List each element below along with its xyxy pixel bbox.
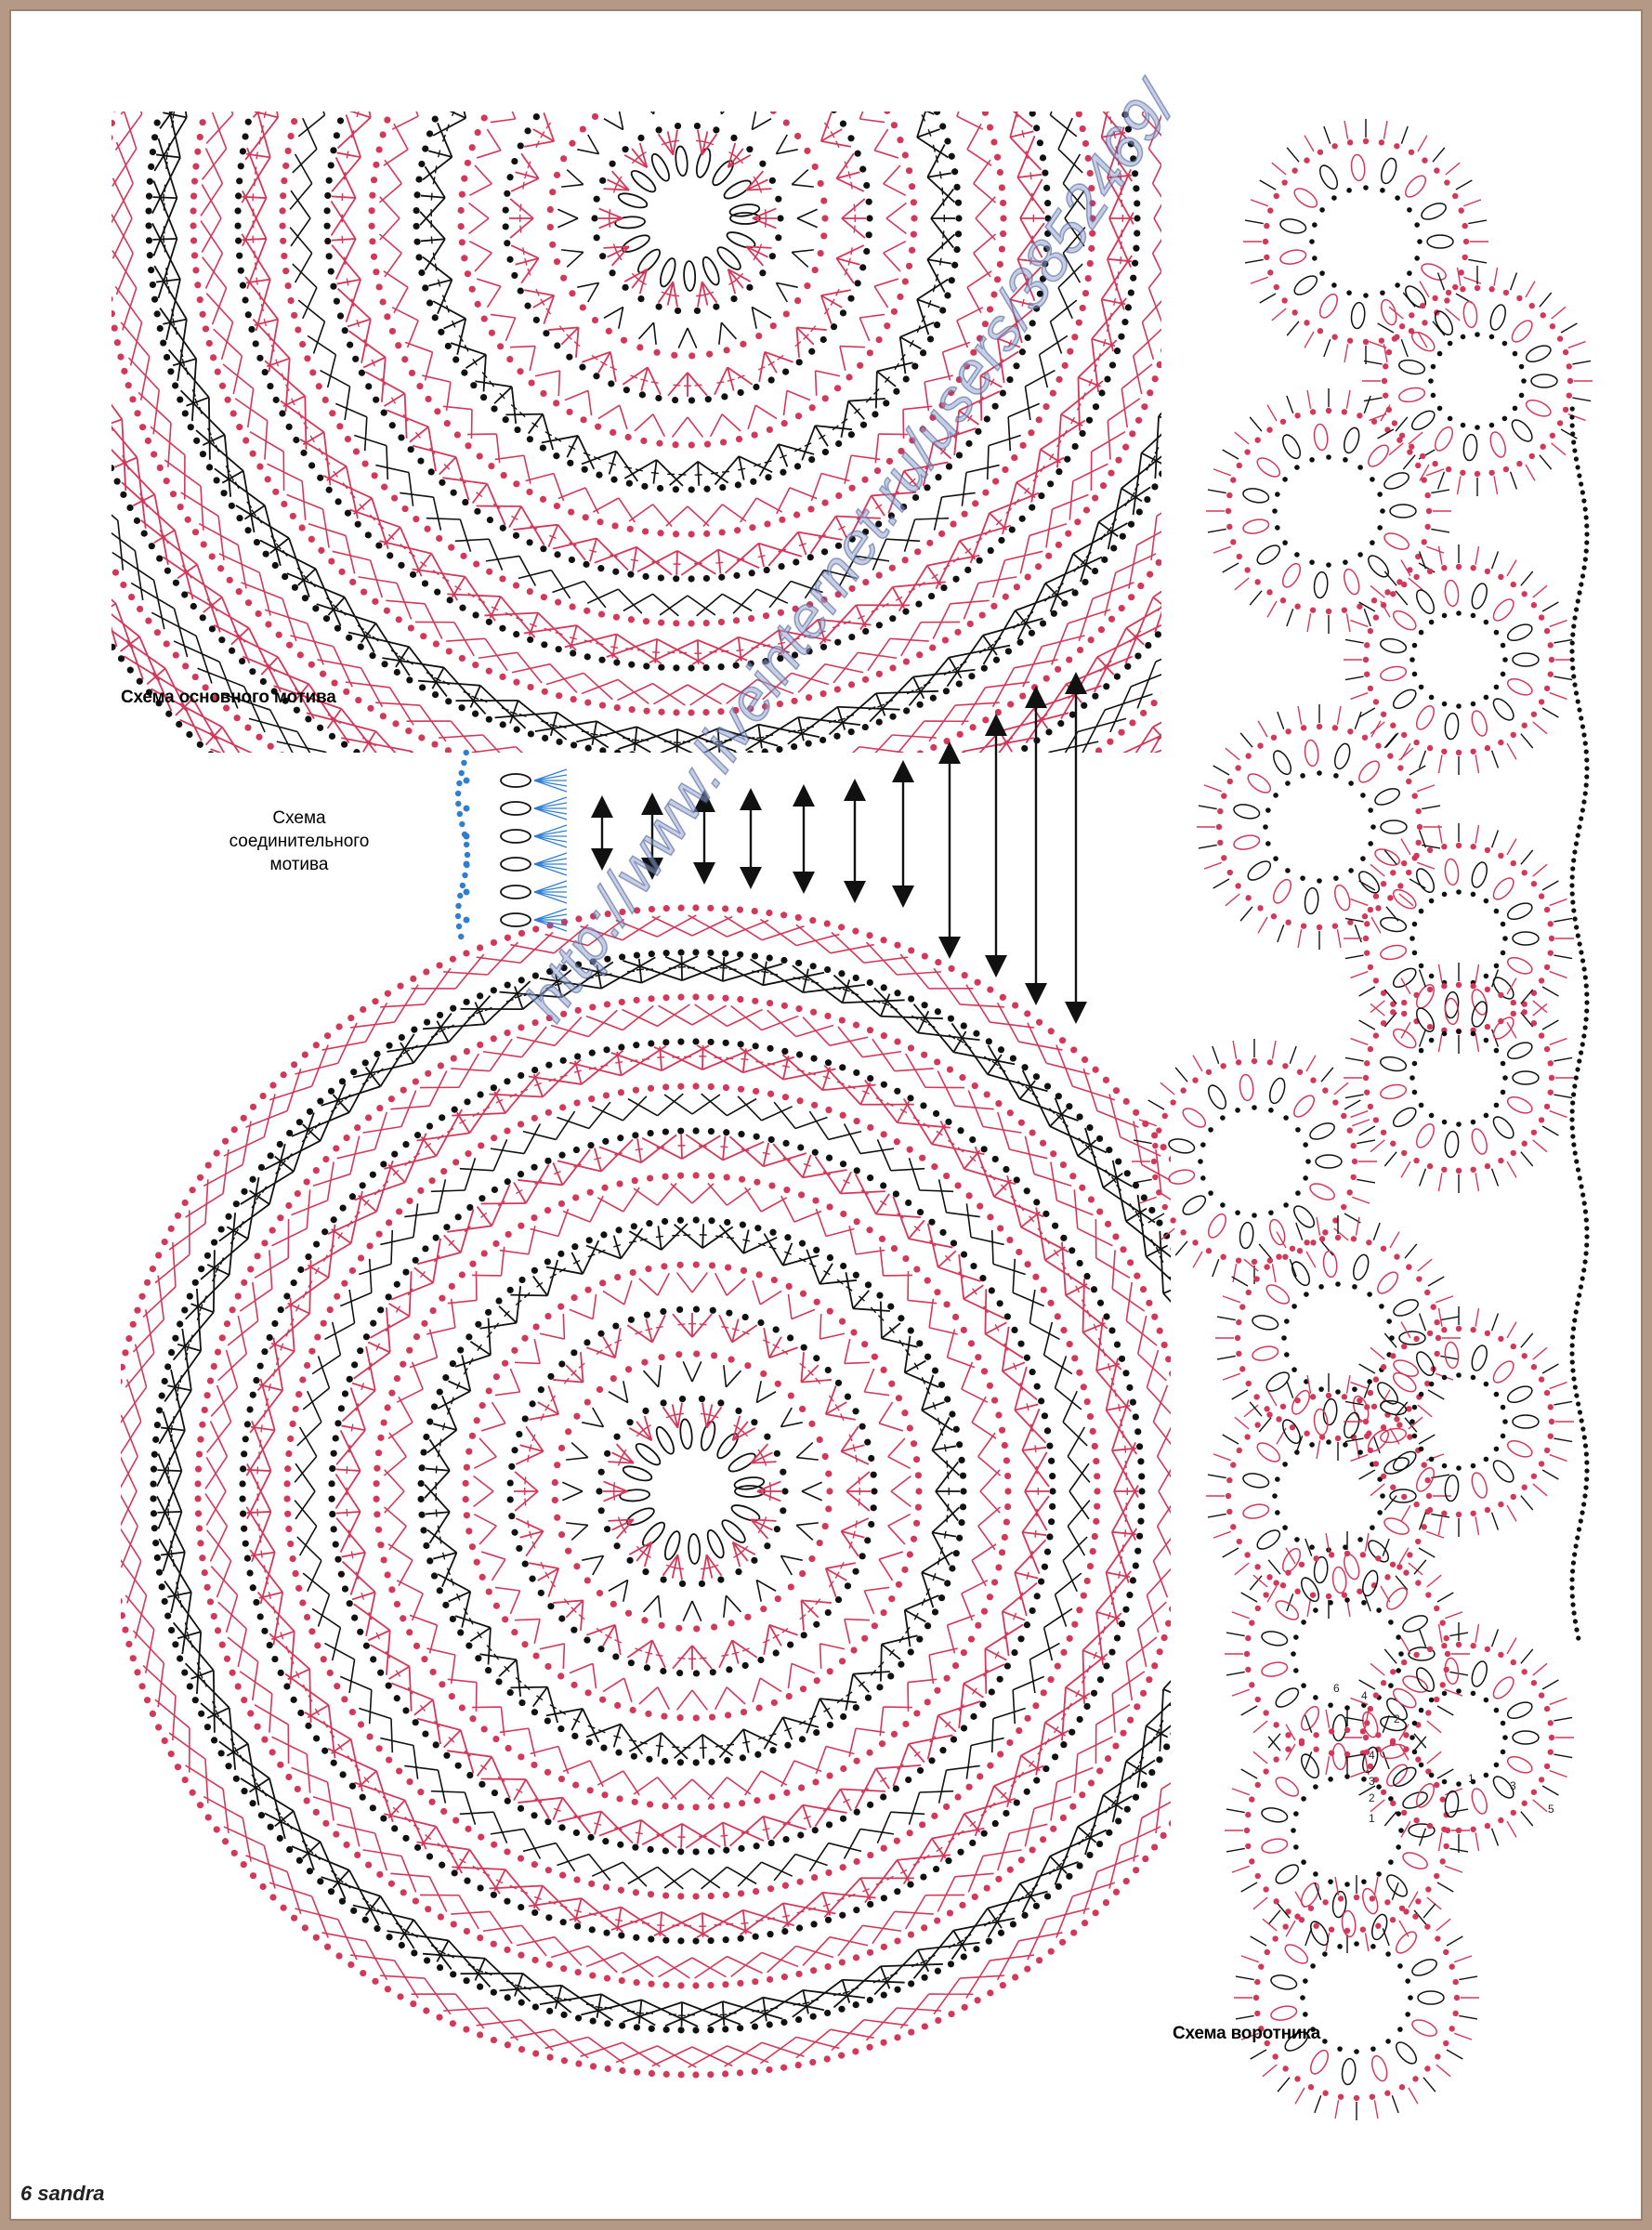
connecting-motif-label: Схема соединительного мотива xyxy=(229,808,370,874)
collar-row-number: 3 xyxy=(1510,1779,1516,1792)
collar-row-number: 4 xyxy=(1361,1689,1368,1702)
join-arrows xyxy=(591,672,1087,1024)
connecting-motif xyxy=(454,749,568,940)
collar-row-number: 2 xyxy=(1394,1712,1400,1725)
collar-row-number: 4 xyxy=(1369,1749,1375,1762)
pattern-page: Схема основного мотива Схема соединитель… xyxy=(9,9,1643,2221)
collar-label: Схема воротника xyxy=(1173,2024,1321,2043)
collar-row-number: 3 xyxy=(1369,1775,1375,1788)
crochet-diagram xyxy=(111,112,1593,2120)
collar-row-number: 6 xyxy=(1333,1682,1340,1695)
collar-motifs xyxy=(1132,119,1593,2120)
magazine-name: sandra xyxy=(37,2182,105,2205)
page-number: 6 xyxy=(20,2182,33,2205)
upper-main-motif xyxy=(111,112,1161,753)
collar-row-number: 1 xyxy=(1468,1772,1475,1785)
page-footer: 6 sandra xyxy=(20,2182,105,2206)
collar-row-number: 2 xyxy=(1369,1791,1375,1804)
collar-row-number: 5 xyxy=(1548,1803,1554,1816)
main-motif-label: Схема основного мотива xyxy=(121,688,336,707)
collar-row-number: 1 xyxy=(1369,1812,1375,1825)
lower-main-motif xyxy=(121,904,1171,2079)
